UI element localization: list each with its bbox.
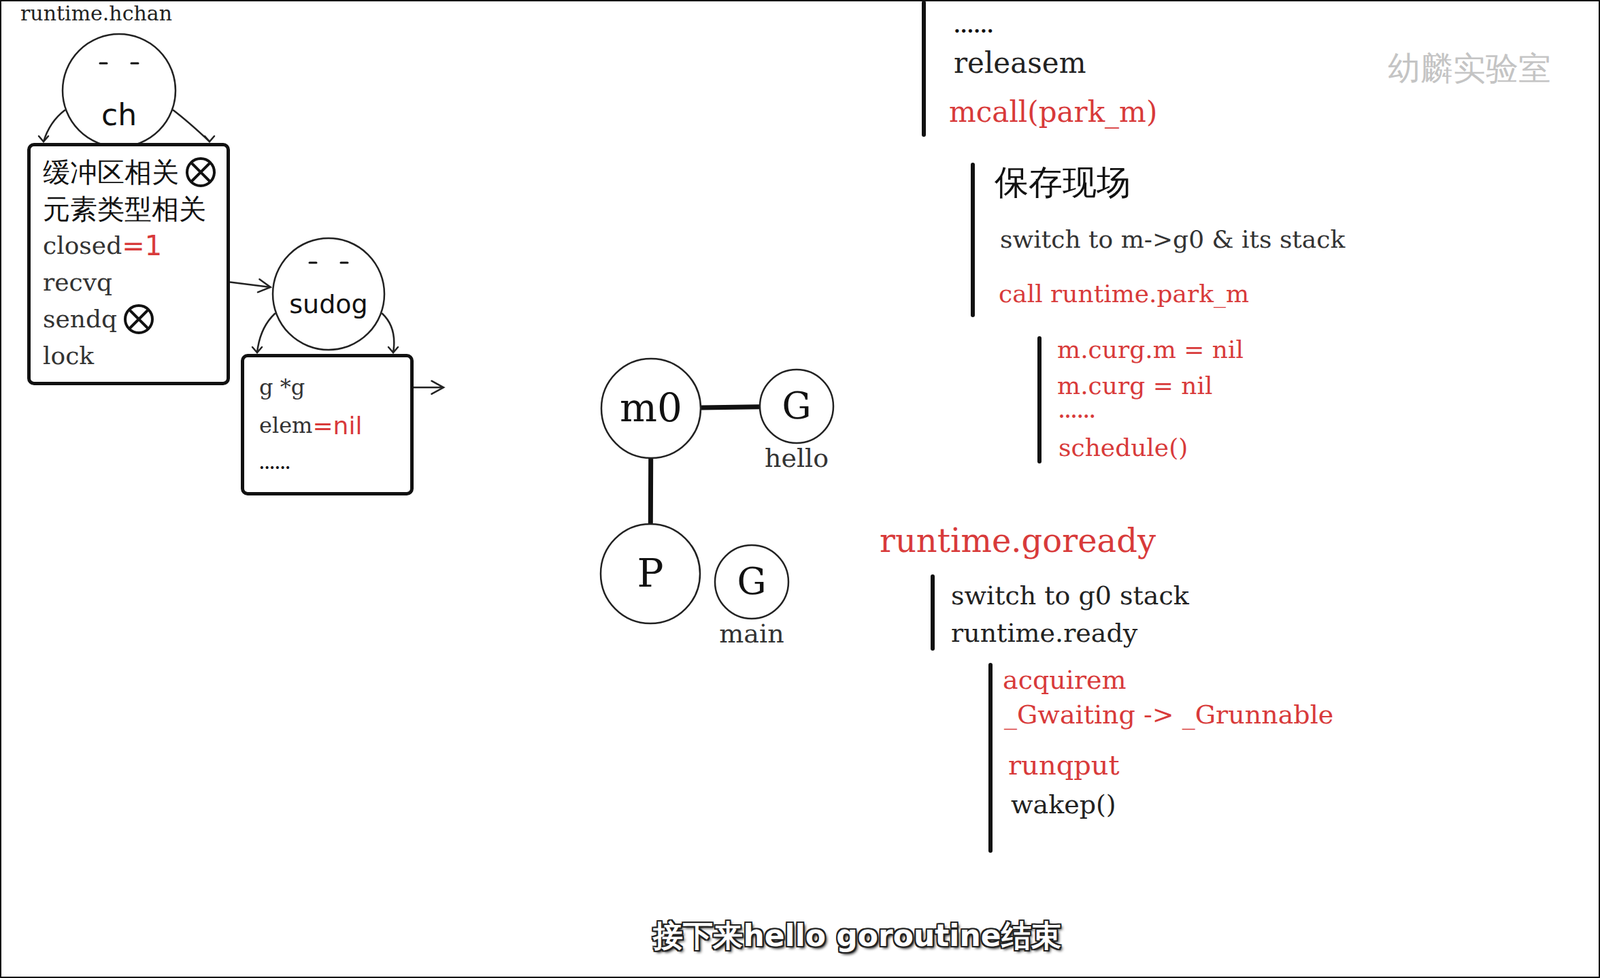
code-note: 保存现场 <box>994 161 1131 203</box>
node-text: 缓冲区相关 <box>42 156 179 188</box>
node-text: m0 <box>600 384 703 432</box>
code-note: switch to m->g0 & its stack <box>1000 224 1345 254</box>
scope-bar <box>930 576 935 649</box>
character-circle: sudog <box>271 236 386 352</box>
cross-symbol <box>184 155 218 189</box>
line <box>701 406 760 408</box>
code-note: switch to g0 stack <box>951 580 1190 612</box>
scope-bar <box>970 164 975 315</box>
hand <box>204 136 215 142</box>
code-note: mcall(park_m) <box>948 95 1158 130</box>
struct-box: g *g elem=nil...... <box>240 353 414 496</box>
node-caption: main <box>719 618 784 650</box>
machine-circle: m0 <box>600 357 703 460</box>
cross-circle <box>187 158 215 186</box>
code-note: runqput <box>1008 748 1120 781</box>
code-note: call runtime.park_m <box>998 278 1249 309</box>
face-eyes <box>309 261 348 264</box>
node-text: ch <box>61 97 177 134</box>
code-note: schedule() <box>1058 432 1188 462</box>
box-line: 元素类型相关 <box>42 189 218 227</box>
cross-lines <box>192 163 209 181</box>
line <box>648 458 654 524</box>
scope-bar <box>921 2 926 135</box>
box-line: ...... <box>259 444 397 483</box>
node-text: G <box>713 559 790 605</box>
hand <box>252 346 262 353</box>
hand <box>38 136 49 142</box>
code-note: runtime.ready <box>951 617 1138 649</box>
node-text: 元素类型相关 <box>42 193 207 225</box>
code-note: acquirem <box>1002 664 1127 696</box>
arm <box>257 313 275 353</box>
box-line: recvq <box>42 263 218 300</box>
pointer-arrow <box>229 278 271 292</box>
code-note: wakep() <box>1010 789 1117 821</box>
node-text: G <box>758 384 835 429</box>
scope-bar <box>988 664 993 851</box>
cross-circle <box>125 305 153 333</box>
processor-circle: P <box>599 522 702 625</box>
node-text: =nil <box>312 411 362 440</box>
face-eyes <box>100 62 139 65</box>
node-text: closed <box>42 231 122 260</box>
binding-line <box>701 406 760 408</box>
cross-lines <box>130 310 147 328</box>
goroutine-circle: Ghello <box>758 368 835 445</box>
struct-box: 缓冲区相关元素类型相关closed=1recvqsendqlock <box>27 142 230 386</box>
code-note: releasem <box>953 46 1087 81</box>
node-text: g *g <box>259 374 305 400</box>
node-text: sudog <box>271 289 386 321</box>
hand <box>388 346 398 353</box>
code-note: ...... <box>1058 401 1096 423</box>
scope-bar <box>1037 338 1042 462</box>
box-line: lock <box>42 336 218 374</box>
box-line: closed=1 <box>42 226 218 264</box>
node-text: sendq <box>42 304 118 333</box>
node-text: =1 <box>121 229 162 262</box>
code-note: ...... <box>953 14 994 39</box>
box-line: 缓冲区相关 <box>42 153 218 190</box>
code-note: m.curg = nil <box>1057 370 1213 400</box>
arrow-head <box>257 278 271 292</box>
box-line: sendq <box>42 300 218 337</box>
cross-symbol <box>122 302 156 336</box>
box-line: g *g <box>259 368 397 407</box>
character-circle: ch <box>61 32 177 149</box>
arrow-head <box>431 380 444 394</box>
arm <box>173 110 210 142</box>
code-note: _Gwaiting -> _Grunnable <box>1004 699 1334 731</box>
box-line: elem=nil <box>259 406 397 445</box>
code-note: m.curg.m = nil <box>1057 334 1244 364</box>
node-caption: hello <box>764 442 829 475</box>
node-text: recvq <box>42 268 113 296</box>
binding-line <box>650 458 652 524</box>
watermark: 幼麟实验室 <box>1387 48 1552 89</box>
node-text: lock <box>42 341 94 370</box>
node-text: ...... <box>259 454 291 473</box>
node-text: P <box>599 549 702 598</box>
code-note: runtime.goready <box>879 521 1156 561</box>
subtitle-caption: 接下来hello goroutine结束 <box>653 915 1061 956</box>
diagram-title: runtime.hchan <box>20 1 173 26</box>
goroutine-circle: Gmain <box>713 543 790 620</box>
node-text: elem <box>259 412 313 439</box>
